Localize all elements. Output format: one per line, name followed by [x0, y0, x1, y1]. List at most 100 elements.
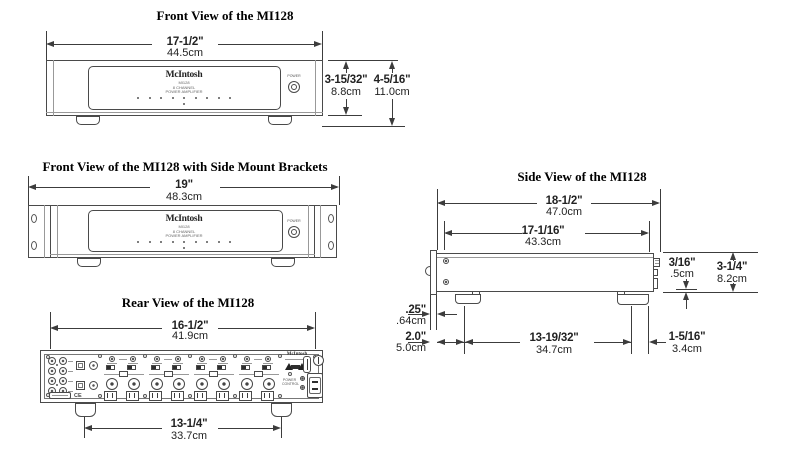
power-control-label: POWER CONTROL	[282, 378, 300, 386]
arrow-left-icon	[28, 184, 36, 190]
extension-line	[322, 31, 323, 61]
dim-front-panel-offset-in: .25"	[405, 304, 426, 316]
arrow-left-icon	[50, 325, 58, 331]
screw-icon	[288, 372, 292, 376]
dim-rear-foot-offset-in: 1-5/16"	[668, 331, 706, 343]
channels-label: 8 CHANNEL	[172, 84, 196, 90]
screw-icon	[443, 258, 449, 264]
channel-label-mark	[263, 363, 273, 364]
terminal-slot	[242, 393, 243, 398]
led-dot	[137, 241, 139, 243]
arrow-right-icon	[652, 200, 660, 206]
dimension-line	[87, 428, 162, 429]
dimension-line	[53, 328, 162, 329]
panel-dot	[56, 384, 58, 386]
terminal-slot	[264, 393, 265, 398]
channel-label-mark	[107, 363, 117, 364]
front-foot	[268, 116, 292, 125]
level-knob	[173, 378, 185, 390]
mode-switch-slider	[263, 366, 267, 369]
arrow-line	[392, 66, 393, 73]
led-dot	[160, 97, 162, 99]
dim-panel-height-cm: 8.8cm	[331, 86, 361, 98]
dim-chassis-depth-cm: 43.3cm	[524, 236, 562, 248]
power-button-inner	[291, 229, 297, 235]
terminal-slot	[202, 393, 203, 398]
led-dot	[183, 241, 185, 243]
ground-line	[322, 126, 405, 127]
panel-dot	[56, 364, 58, 366]
channel-connector	[254, 371, 263, 377]
terminal-slot	[152, 393, 153, 398]
led-dot	[183, 97, 185, 99]
side-view-title: Side View of the MI128	[517, 169, 647, 184]
coax-input	[89, 361, 98, 370]
jack-separator-mark	[119, 359, 127, 360]
reference-line	[663, 252, 758, 253]
arrow-line	[346, 99, 347, 108]
arrow-right-icon	[422, 311, 430, 317]
dimension-line	[465, 342, 520, 343]
arrow-right-icon	[273, 425, 281, 431]
arrow-up-icon	[343, 61, 349, 69]
optical-input-inner	[78, 363, 83, 368]
rca-jack	[48, 367, 56, 375]
dimension-line	[585, 233, 647, 234]
screw-icon	[98, 394, 102, 398]
front-foot	[271, 258, 295, 267]
chassis-endcap	[315, 60, 316, 116]
front-foot	[77, 258, 101, 267]
jack-separator-mark	[209, 359, 217, 360]
jack-separator-mark	[164, 359, 172, 360]
extension-line	[315, 312, 316, 349]
dimension-line	[445, 314, 457, 315]
terminal-slot	[157, 393, 158, 398]
led-dot	[148, 241, 151, 243]
extension-line	[648, 306, 649, 354]
rca-jack	[48, 377, 56, 385]
side-rear-foot	[617, 294, 649, 305]
dimension-line	[408, 314, 423, 315]
dimension-line	[437, 342, 464, 343]
channel-input-jack	[154, 356, 160, 362]
extension-line	[430, 295, 431, 330]
led-dot	[206, 241, 208, 243]
iec-inner	[309, 377, 321, 394]
speaker-terminal	[216, 391, 229, 401]
screw-icon	[233, 394, 237, 398]
standby-led	[183, 103, 185, 105]
rca-jack	[48, 357, 56, 365]
dim-bottom-clearance-in: 3/16"	[668, 257, 696, 269]
bracket-hole	[328, 214, 334, 223]
level-knob	[106, 378, 118, 390]
rear-connector-bump	[653, 258, 660, 267]
dim-width-in: 16-1/2"	[171, 320, 209, 332]
channel-input-jack	[244, 356, 250, 362]
speaker-terminal	[104, 391, 117, 401]
rear-view-title: Rear View of the MI128	[121, 295, 255, 310]
optical-input-inner	[78, 383, 83, 388]
reference-line	[663, 292, 758, 293]
dim-width-cm: 41.9cm	[171, 330, 209, 342]
connector-pin-mark	[655, 260, 659, 261]
dimension-line	[50, 44, 152, 45]
extension-line	[437, 189, 438, 250]
led-dot	[194, 241, 197, 243]
model-label: MI128	[178, 224, 190, 229]
arrow-right-icon	[641, 230, 649, 236]
rear-connector-bump	[653, 269, 658, 276]
dim-foot-span-in: 13-19/32"	[529, 332, 579, 344]
dimension-line	[446, 233, 522, 234]
speaker-terminal	[261, 391, 274, 401]
led-dot	[194, 97, 197, 99]
level-knob	[263, 378, 275, 390]
connector-pin-mark	[655, 263, 659, 264]
dim-width-in: 17-1/2"	[166, 36, 204, 48]
arrow-left-icon	[46, 41, 54, 47]
side-front-foot	[455, 294, 481, 304]
rca-jack	[59, 377, 67, 385]
level-knob	[151, 378, 163, 390]
chassis-trim	[46, 112, 323, 113]
arrow-up-icon	[730, 252, 736, 260]
